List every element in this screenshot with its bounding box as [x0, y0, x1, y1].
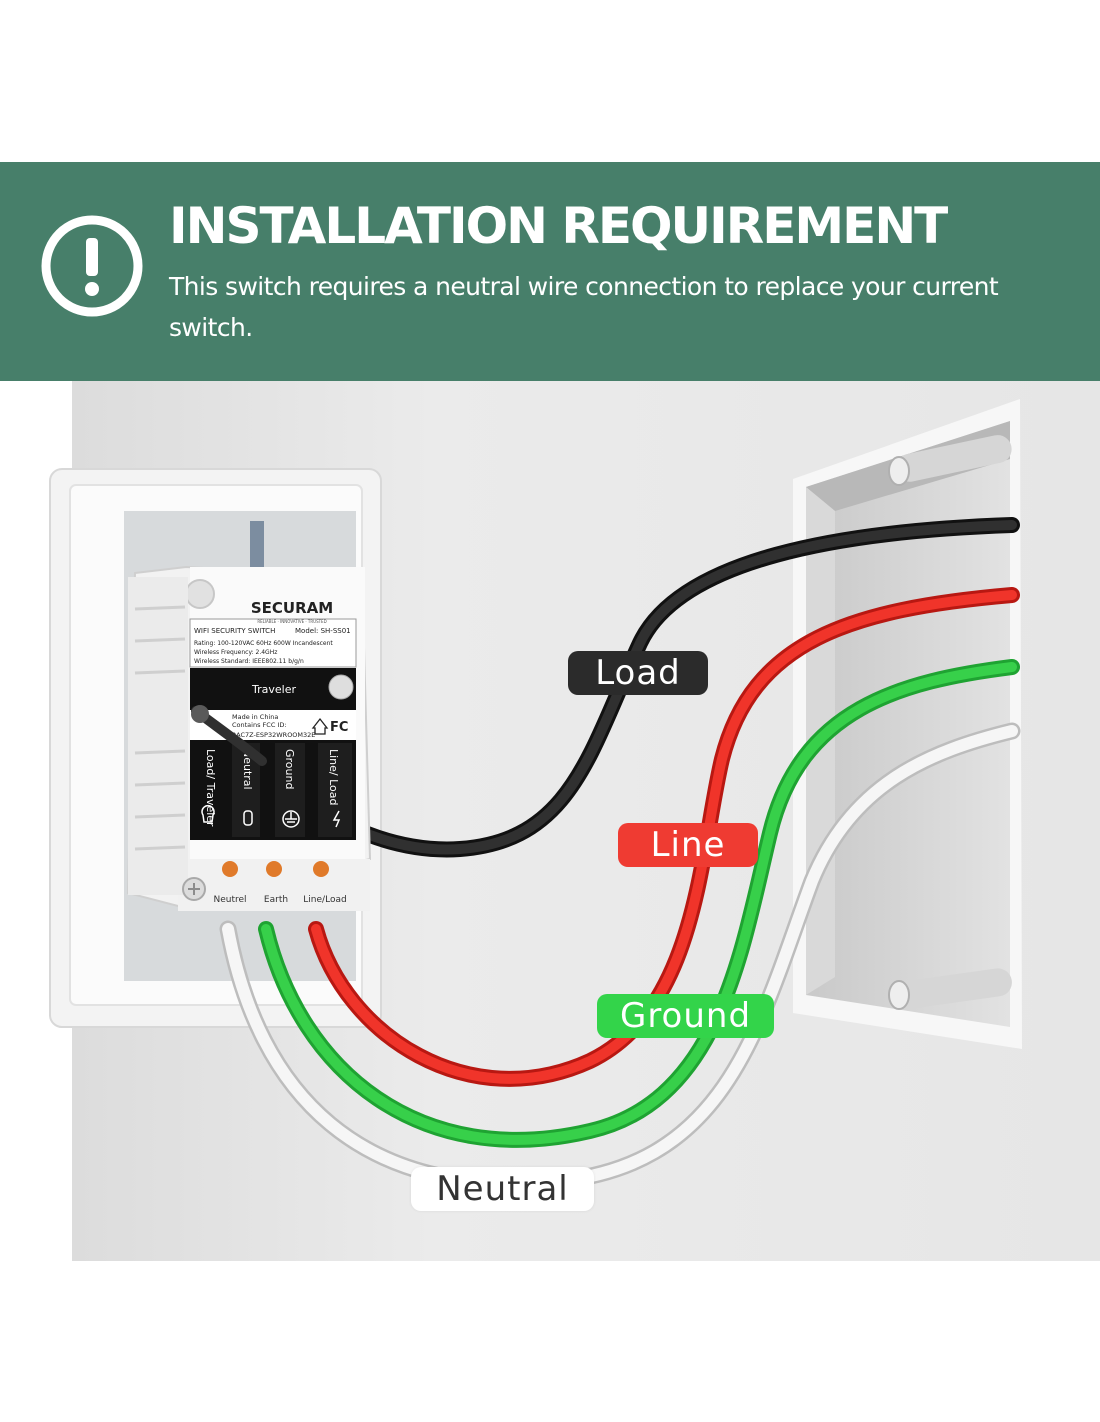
switch-module: SECURAM RELIABLE · INNOVATIVE · TRUSTED …	[126, 565, 372, 911]
device-frequency: Wireless Frequency: 2.4GHz	[194, 649, 277, 656]
exclamation-circle-icon	[41, 215, 143, 317]
device-product: WIFI SECURITY SWITCH	[194, 627, 275, 635]
device-brand: SECURAM	[251, 599, 333, 617]
ground-icon	[282, 810, 300, 828]
terminal-neutral	[222, 861, 238, 877]
device-standard: Wireless Standard: IEEE802.11 b/g/n	[194, 658, 304, 665]
banner-title: INSTALLATION REQUIREMENT	[169, 197, 948, 255]
port-load-traveler: Load/ Traveler	[204, 749, 217, 827]
fcc-mark: FC	[330, 720, 348, 735]
wiring-diagram: SECURAM RELIABLE · INNOVATIVE · TRUSTED …	[49, 381, 1100, 1261]
device-origin: Made in China	[232, 713, 278, 721]
bulb-icon	[201, 805, 215, 823]
installation-banner: INSTALLATION REQUIREMENT This switch req…	[0, 162, 1100, 381]
house-icon	[311, 717, 329, 735]
wire-label-neutral: Neutral	[411, 1167, 594, 1211]
terminal-earth	[266, 861, 282, 877]
terminal-label-line: Line/Load	[303, 895, 346, 905]
lightning-icon	[332, 810, 341, 828]
wiring-scene: SECURAM RELIABLE · INNOVATIVE · TRUSTED …	[0, 381, 1100, 1261]
wire-label-ground: Ground	[597, 994, 774, 1038]
device-rating: Rating: 100-120VAC 60Hz 600W Incandescen…	[194, 640, 333, 647]
port-neutral: Neutral	[241, 749, 254, 790]
wall-box	[793, 399, 1022, 1049]
traveler-button	[328, 674, 354, 700]
traveler-label: Traveler	[251, 683, 296, 696]
port-line-load: Line/ Load	[327, 749, 340, 806]
terminal-label-neutral: Neutrel	[213, 895, 246, 905]
terminal-label-earth: Earth	[264, 895, 288, 905]
device-fcc-id: 2AC7Z-ESP32WROOM32E	[232, 731, 315, 739]
port-ground: Ground	[283, 749, 296, 789]
wire-label-load: Load	[568, 651, 708, 695]
terminal-line	[313, 861, 329, 877]
neutral-port-icon	[243, 810, 253, 826]
device-fcc: Contains FCC ID:	[232, 721, 287, 729]
device-model: Model: SH-SS01	[295, 627, 351, 635]
wire-label-line: Line	[618, 823, 758, 867]
banner-subtitle: This switch requires a neutral wire conn…	[169, 272, 999, 342]
device-tagline: RELIABLE · INNOVATIVE · TRUSTED	[257, 619, 326, 624]
